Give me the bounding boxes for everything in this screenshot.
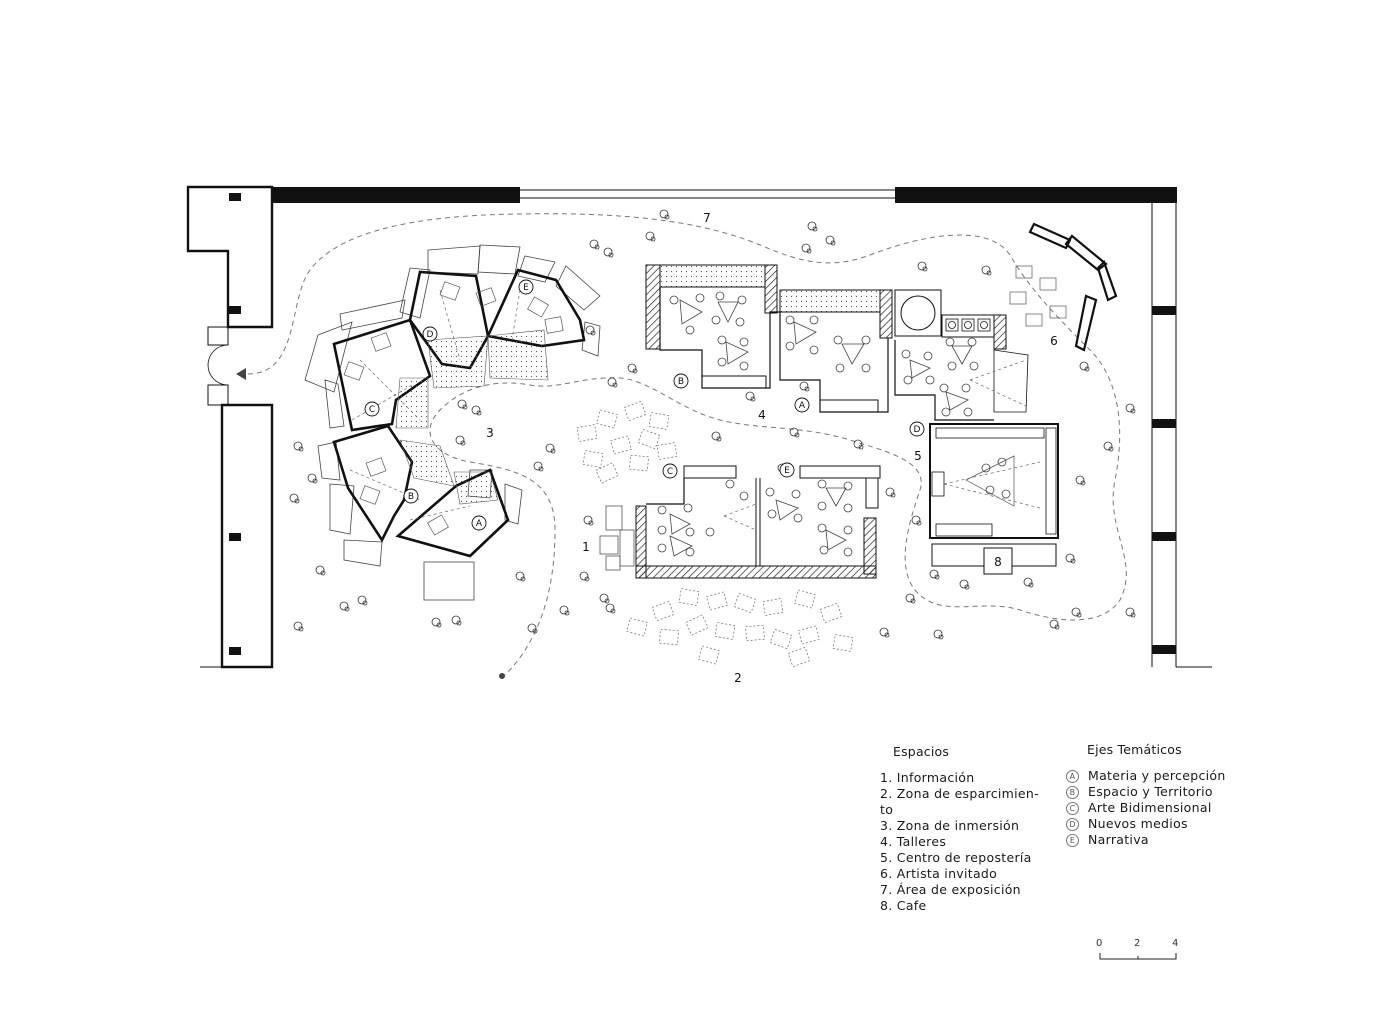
room-label-6: 6 — [1050, 334, 1058, 348]
room-label-1: 1 — [582, 540, 590, 554]
marker-b-workshop: B — [678, 377, 684, 387]
marker-c-immersion: C — [369, 405, 375, 415]
circulation-path — [247, 213, 1127, 676]
workshop-block-south — [599, 465, 881, 579]
cafe-room — [929, 423, 1059, 575]
legend-axis-item: B Espacio y Territorio — [1066, 784, 1266, 800]
room-label-7: 7 — [703, 211, 711, 225]
axis-label: Nuevos medios — [1088, 816, 1188, 831]
leisure-seating — [576, 400, 854, 668]
scale-tick-label: 0 — [1096, 938, 1103, 949]
axis-letter-badge: E — [1066, 833, 1079, 847]
marker-a-immersion: A — [476, 519, 483, 529]
marker-b-immersion: B — [408, 492, 414, 502]
scale-tick-label: 4 — [1172, 938, 1179, 949]
workshop-block-north — [645, 264, 893, 413]
legend-space-item: 7. Área de exposición — [880, 882, 1021, 897]
legend-space-item: 5. Centro de repostería — [880, 850, 1032, 865]
room-label-2: 2 — [734, 671, 742, 685]
room-label-8: 8 — [994, 555, 1002, 569]
legend-axis-item: E Narrativa — [1066, 832, 1266, 848]
marker-e-workshop: E — [784, 466, 790, 476]
marker-c-workshop: C — [667, 467, 673, 477]
axis-letter-badge: C — [1066, 801, 1079, 815]
axis-letter-badge: D — [1066, 817, 1079, 831]
legend-space-item: 2. Zona de esparcimien-to — [880, 786, 1039, 817]
legend-space-item: 1. Información — [880, 770, 975, 785]
immersion-pavilions — [304, 244, 601, 601]
legend-axis-item: A Materia y percepción — [1066, 768, 1266, 784]
marker-d-immersion: D — [427, 330, 434, 340]
room-label-5: 5 — [914, 449, 922, 463]
legend-axes: Ejes Temáticos A Materia y percepción B … — [1066, 742, 1266, 848]
scale-bar-graphic — [1099, 953, 1177, 960]
axis-label: Espacio y Territorio — [1088, 784, 1213, 799]
axis-label: Materia y percepción — [1088, 768, 1226, 783]
legend-space-item: 6. Artista invitado — [880, 866, 998, 881]
marker-e-immersion: E — [523, 283, 529, 293]
scale-tick-label: 2 — [1134, 938, 1141, 949]
room-label-4: 4 — [758, 408, 766, 422]
axis-label: Arte Bidimensional — [1088, 800, 1212, 815]
building-walls — [186, 185, 1212, 669]
legend-axis-item: D Nuevos medios — [1066, 816, 1266, 832]
legend-space-item: 8. Cafe — [880, 898, 927, 913]
marker-d-workshop: D — [914, 425, 921, 435]
marker-a-workshop: A — [799, 401, 806, 411]
legend-axes-title: Ejes Temáticos — [1087, 742, 1182, 757]
visitor-figures — [289, 209, 1136, 640]
pastry-centre — [894, 289, 1029, 421]
room-number-labels: 1 2 3 4 5 6 7 8 — [486, 211, 1058, 685]
legend-spaces: Espacios 1. Información 2. Zona de espar… — [880, 744, 1050, 914]
legend-spaces-title: Espacios — [893, 744, 950, 759]
axis-markers: C D E B A B A D C E — [364, 279, 925, 531]
room-label-3: 3 — [486, 426, 494, 440]
guest-artist-walls — [1009, 222, 1118, 352]
legend-space-item: 3. Zona de inmersión — [880, 818, 1020, 833]
legend-space-item: 4. Talleres — [880, 834, 947, 849]
axis-letter-badge: A — [1066, 769, 1079, 783]
axis-label: Narrativa — [1088, 832, 1149, 847]
legend-axis-item: C Arte Bidimensional — [1066, 800, 1266, 816]
path-start-dot — [499, 673, 505, 679]
axis-letter-badge: B — [1066, 785, 1079, 799]
scale-bar: 0 2 4 — [1094, 938, 1184, 968]
entry-arrow-icon — [236, 368, 246, 380]
